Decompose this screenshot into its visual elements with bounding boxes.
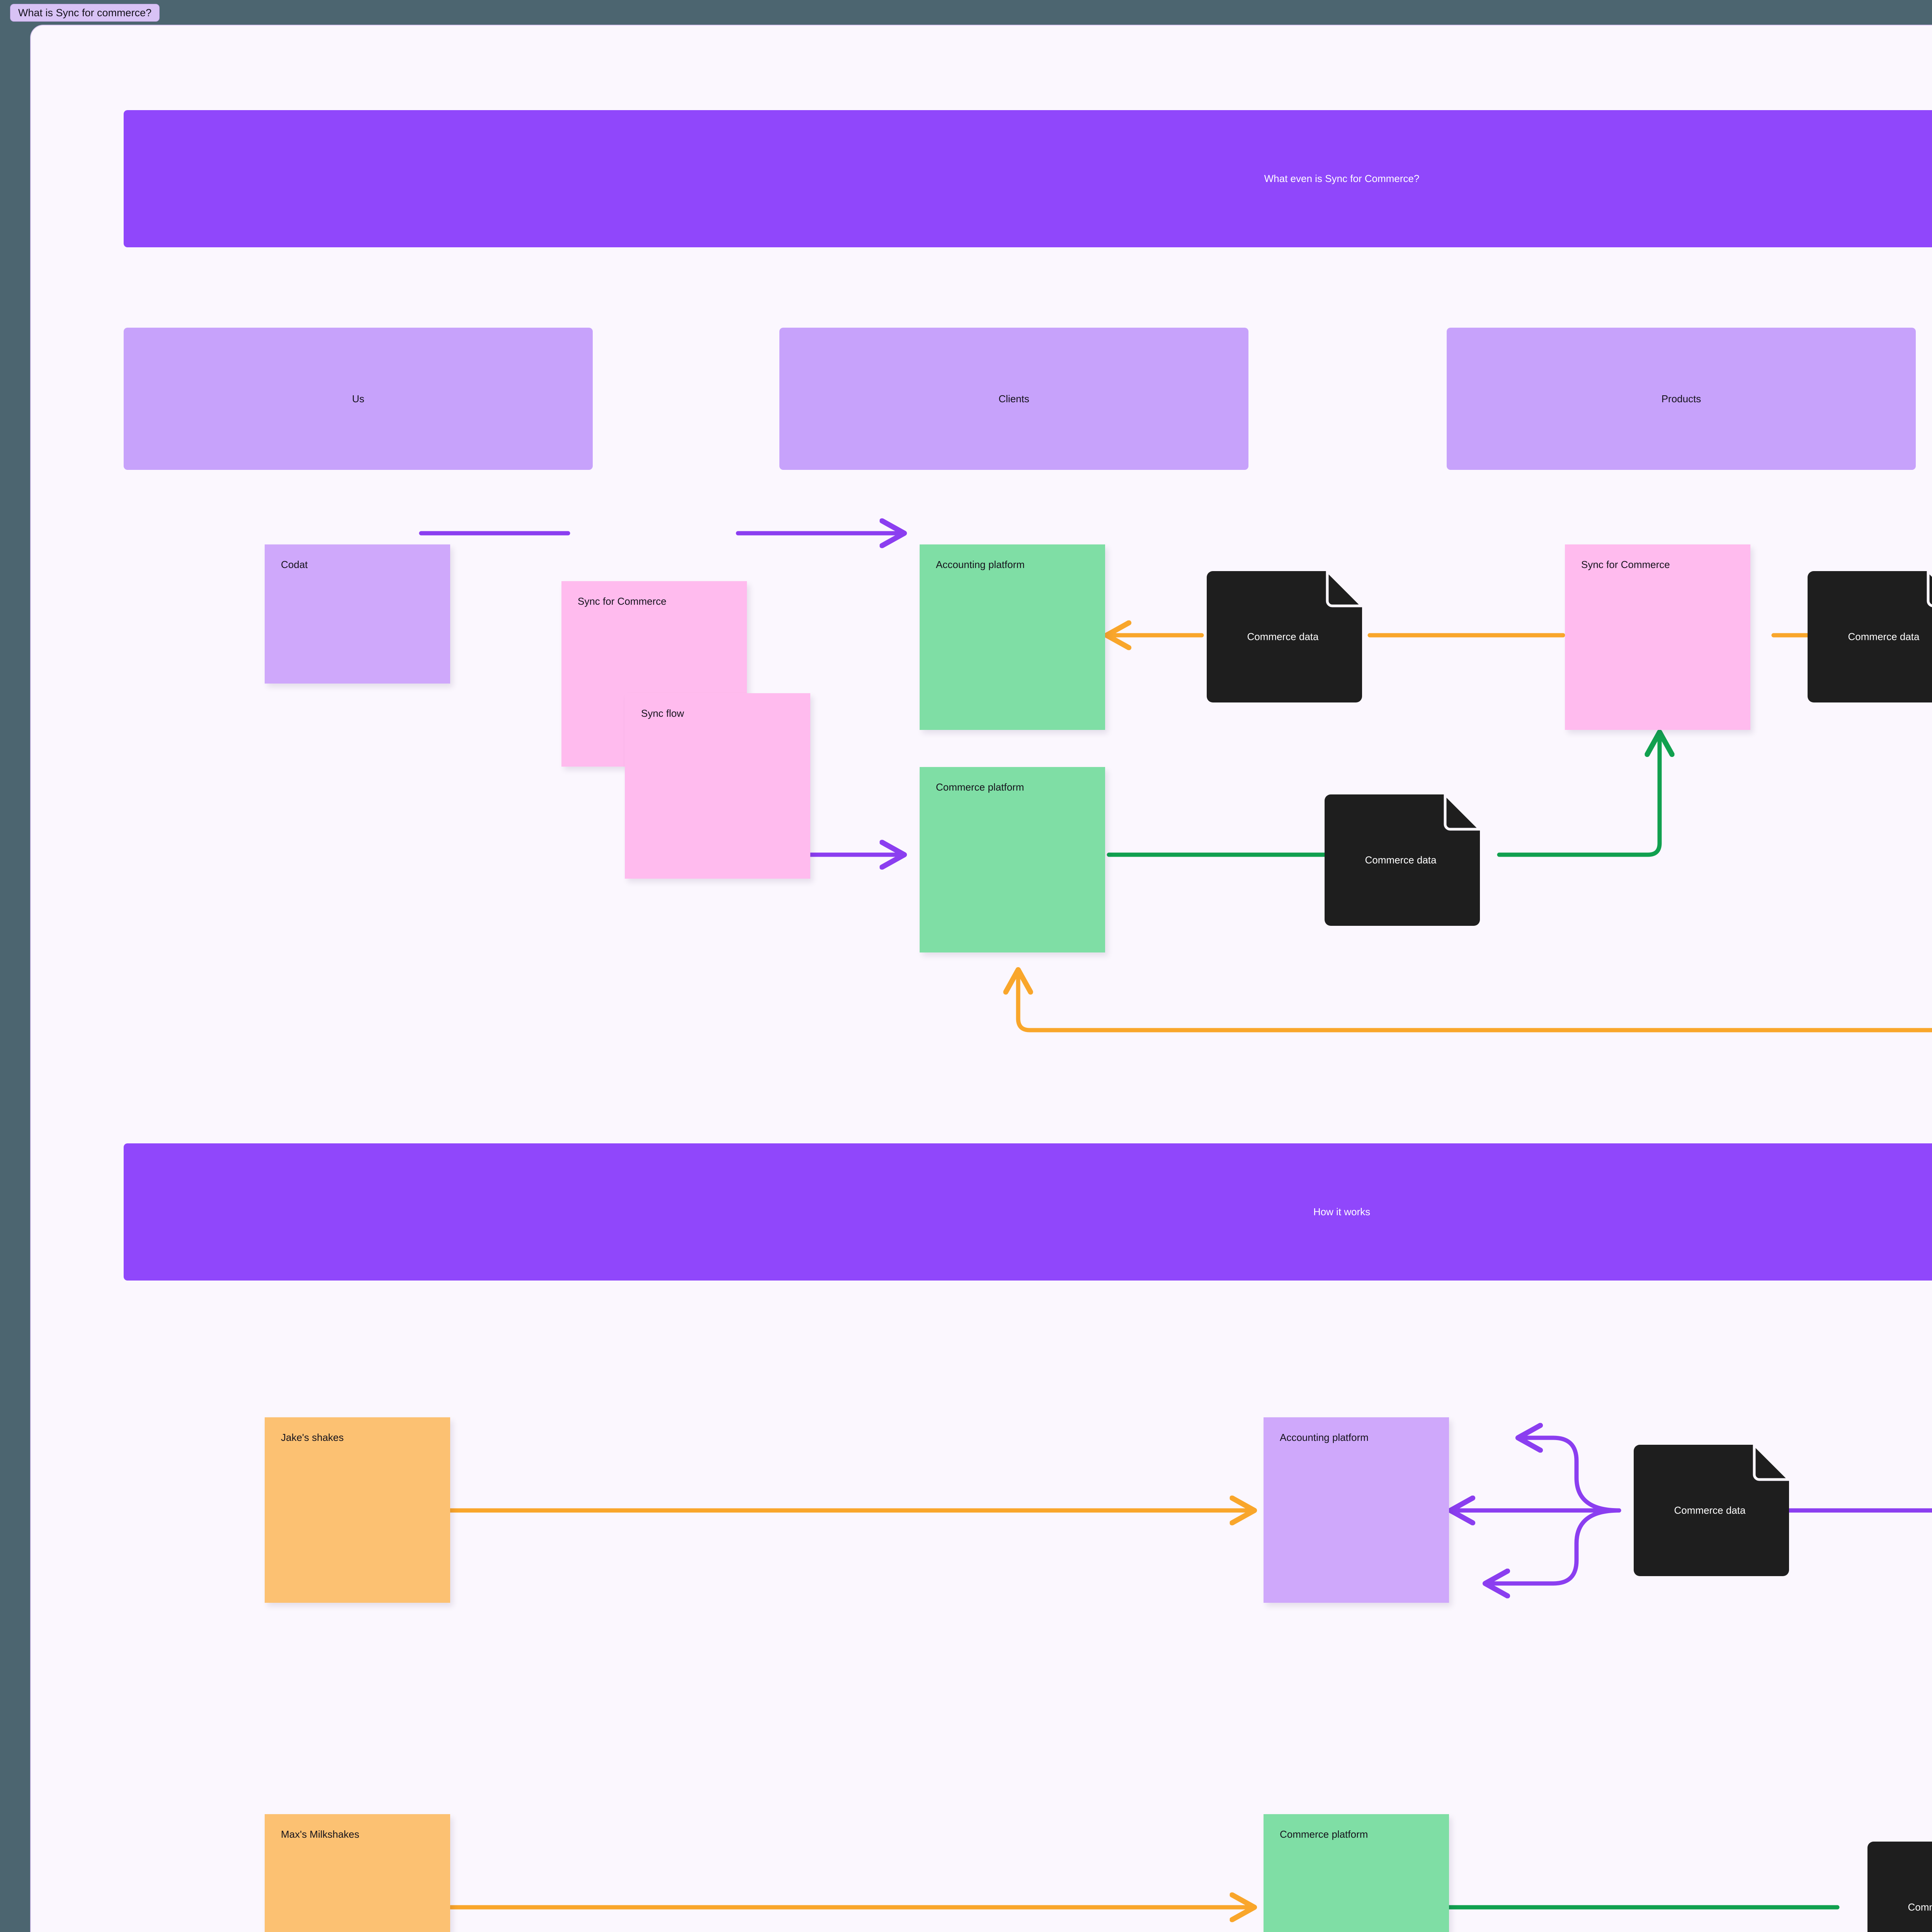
group-box-us[interactable]: Us: [124, 328, 593, 470]
banner-intro-label: What even is Sync for Commerce?: [1264, 173, 1420, 184]
document-icon: [1867, 1842, 1932, 1932]
document-icon: [1808, 571, 1932, 702]
doc-commerce-data-2-label: Commerce data: [1848, 631, 1920, 643]
note-sync-for-commerce-2[interactable]: Sync for Commerce: [1565, 544, 1750, 730]
note-sync-for-commerce-2-label: Sync for Commerce: [1581, 559, 1670, 570]
wire-commercedata3-to-sync2: [1497, 735, 1660, 857]
note-rowb-commerce-platform[interactable]: Commerce platform: [1264, 1814, 1449, 1932]
note-sync-flow[interactable]: Sync flow: [625, 693, 810, 879]
doc-commerce-data-3-label: Commerce data: [1365, 854, 1437, 866]
note-rowb-maxs-milkshakes[interactable]: Max's Milkshakes: [265, 1814, 450, 1932]
note-rowa-accounting-platform-label: Accounting platform: [1280, 1432, 1369, 1443]
doc-rowa-commerce-data[interactable]: Commerce data: [1631, 1445, 1789, 1576]
intro-connector-layer: [419, 26, 1932, 1032]
group-box-clients-label: Clients: [998, 393, 1029, 405]
browser-tab-title[interactable]: What is Sync for commerce?: [10, 4, 160, 22]
group-box-products[interactable]: Products: [1447, 328, 1916, 470]
group-box-us-label: Us: [352, 393, 364, 405]
banner-how-it-works: How it works: [124, 1143, 1932, 1281]
how-it-works-connector-layer: [419, 26, 1932, 1932]
banner-intro: What even is Sync for Commerce?: [124, 110, 1932, 247]
whiteboard-canvas[interactable]: What even is Sync for Commerce? Us Clien…: [30, 25, 1932, 1932]
note-rowa-jakes-shakes-label: Jake's shakes: [281, 1432, 344, 1443]
document-icon: [1207, 571, 1362, 702]
note-rowa-jakes-shakes[interactable]: Jake's shakes: [265, 1417, 450, 1603]
doc-commerce-data-2[interactable]: Commerce data: [1804, 571, 1932, 702]
document-icon: [1634, 1445, 1789, 1576]
note-commerce-platform-label: Commerce platform: [936, 781, 1024, 793]
doc-commerce-data-1[interactable]: Commerce data: [1204, 571, 1362, 702]
note-rowa-accounting-platform[interactable]: Accounting platform: [1264, 1417, 1449, 1603]
note-sync-flow-label: Sync flow: [641, 707, 684, 719]
note-commerce-platform[interactable]: Commerce platform: [920, 767, 1105, 952]
document-icon: [1325, 794, 1480, 926]
group-box-products-label: Products: [1661, 393, 1701, 405]
doc-commerce-data-1-label: Commerce data: [1247, 631, 1319, 643]
note-accounting-platform[interactable]: Accounting platform: [920, 544, 1105, 730]
doc-rowa-commerce-data-label: Commerce data: [1674, 1504, 1746, 1516]
banner-how-it-works-label: How it works: [1313, 1206, 1371, 1218]
doc-commerce-data-3[interactable]: Commerce data: [1321, 794, 1480, 926]
doc-rowb-commerce-data-label: Commerce data: [1908, 1901, 1932, 1913]
note-accounting-platform-label: Accounting platform: [936, 559, 1025, 570]
note-codat-label: Codat: [281, 559, 308, 570]
wire-rowa-fan-down: [1488, 1508, 1621, 1583]
note-codat[interactable]: Codat: [265, 544, 450, 684]
note-sync-for-commerce-label: Sync for Commerce: [578, 595, 667, 607]
note-rowb-commerce-platform-label: Commerce platform: [1280, 1828, 1368, 1840]
doc-rowb-commerce-data[interactable]: Commerce data: [1864, 1842, 1932, 1932]
note-rowb-maxs-milkshakes-label: Max's Milkshakes: [281, 1828, 359, 1840]
wire-rowa-fan-up: [1520, 1438, 1621, 1513]
group-box-clients[interactable]: Clients: [779, 328, 1248, 470]
